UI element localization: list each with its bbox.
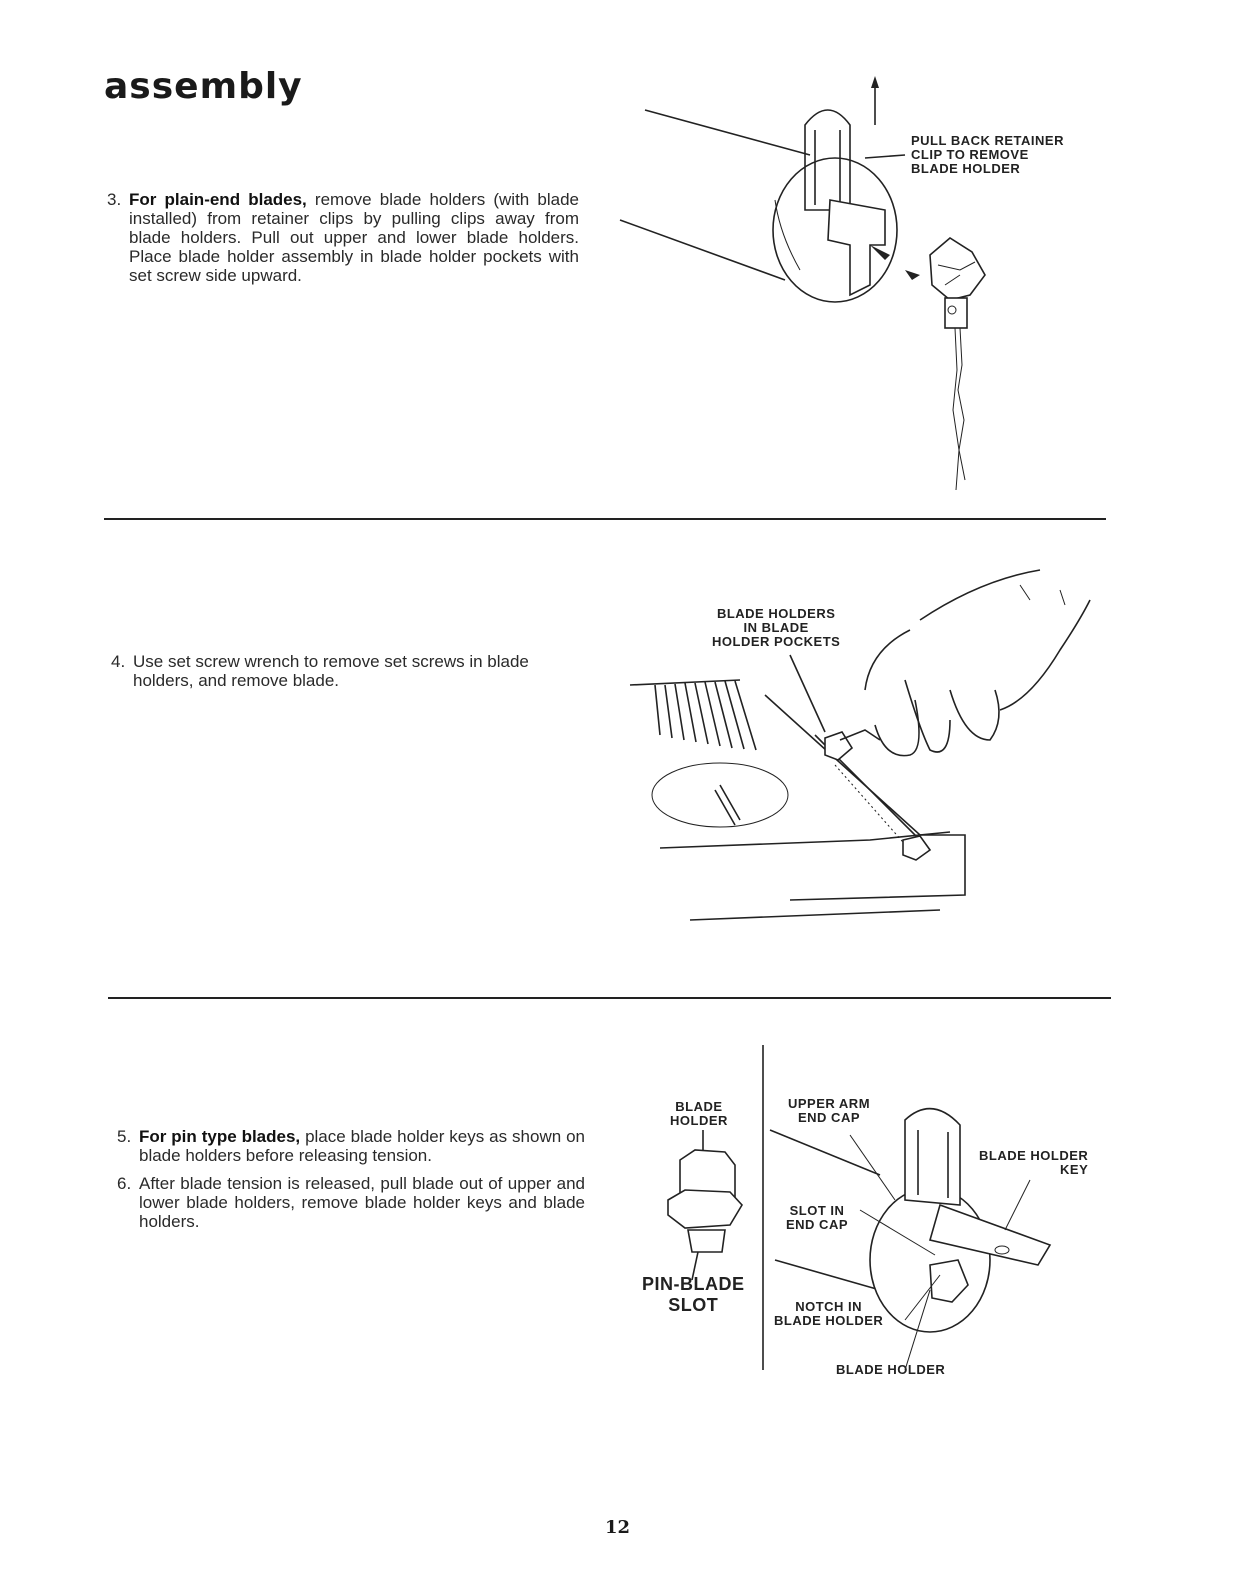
step-4: 4. Use set screw wrench to remove set scr… — [111, 652, 593, 690]
step-6-text: After blade tension is released, pull bl… — [139, 1174, 585, 1231]
label-upper-arm-end-cap: UPPER ARM END CAP — [788, 1096, 871, 1125]
blade-holders-illustration — [824, 729, 932, 861]
table-illustration — [629, 679, 966, 921]
label-blade-holder-key: BLADE HOLDER KEY — [979, 1148, 1089, 1177]
section-divider — [104, 518, 1106, 520]
label-notch-in-blade-holder: NOTCH IN BLADE HOLDER — [774, 1299, 884, 1328]
step-3-number: 3. — [107, 190, 122, 209]
step-3: 3. For plain-end blades, remove blade hol… — [107, 190, 579, 285]
page-number: 12 — [605, 1517, 631, 1538]
step-5-bold: For pin type blades, — [139, 1127, 301, 1146]
step-4-number: 4. — [111, 652, 126, 671]
step-5-text: place blade holder keys as shown on blad… — [139, 1127, 585, 1165]
step-6-number: 6. — [117, 1174, 132, 1193]
end-cap-illustration — [769, 1107, 1052, 1333]
section-divider — [108, 997, 1111, 999]
page-title: assembly — [104, 66, 303, 107]
upper-arm-illustration — [619, 76, 906, 303]
figure-pin-blade-holder — [667, 1045, 1052, 1371]
label-slot-in-end-cap: SLOT IN END CAP — [786, 1203, 849, 1232]
label-blade-holders-in-pockets: BLADE HOLDERS IN BLADE HOLDER POCKETS — [712, 606, 841, 649]
label-pull-back-retainer: PULL BACK RETAINER CLIP TO REMOVE BLADE … — [911, 133, 1064, 176]
figure-retainer-clip — [619, 76, 986, 491]
label-pin-blade-slot: PIN-BLADE SLOT — [642, 1274, 745, 1315]
step-6: 6. After blade tension is released, pull … — [117, 1174, 585, 1231]
blade-holder-illustration — [929, 237, 986, 491]
figure-set-screw-wrench — [629, 569, 1091, 921]
step-3-bold: For plain-end blades, — [129, 190, 307, 209]
step-5: 5. For pin type blades, place blade holde… — [117, 1127, 585, 1165]
step-4-text: Use set screw wrench to remove set screw… — [133, 652, 529, 690]
label-blade-holder: BLADE HOLDER — [670, 1099, 728, 1128]
step-5-number: 5. — [117, 1127, 132, 1146]
step-3-text: remove blade holders (with blade install… — [129, 190, 579, 285]
small-blade-holder-illustration — [667, 1130, 743, 1281]
label-blade-holder-bottom: BLADE HOLDER — [836, 1362, 946, 1377]
hand-illustration — [864, 569, 1091, 757]
